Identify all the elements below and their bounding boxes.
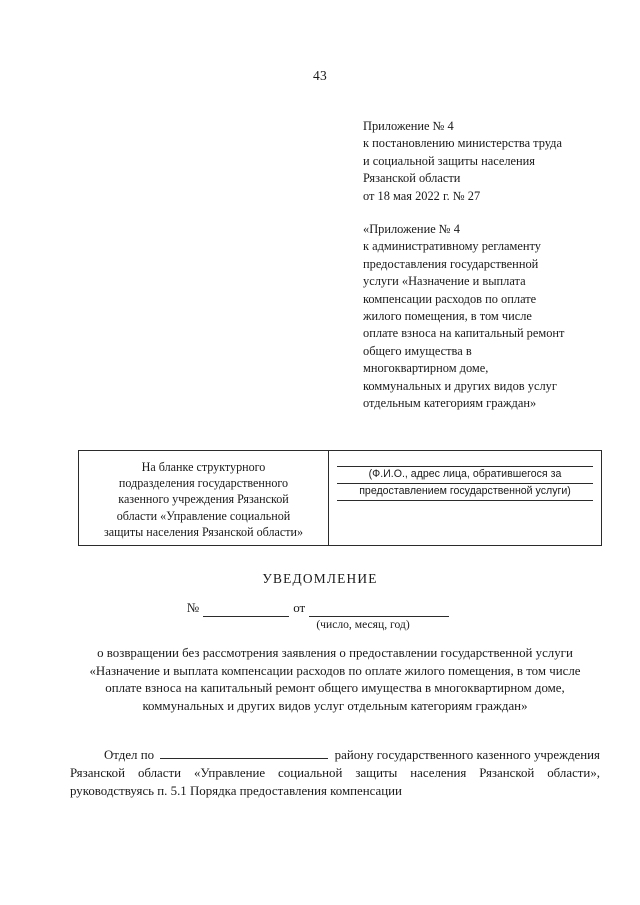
regulation-ref-line: компенсации расходов по оплате xyxy=(363,291,537,306)
subject-paragraph: о возвращении без рассмотрения заявления… xyxy=(89,646,581,713)
letterhead-line: защиты населения Рязанской области» xyxy=(103,524,304,539)
addressee-caption-line-1: (Ф.И.О., адрес лица, обратившегося за xyxy=(337,467,593,484)
addressee-cell: (Ф.И.О., адрес лица, обратившегося за пр… xyxy=(329,451,601,545)
department-paragraph: Отдел по району государственного казенно… xyxy=(70,746,600,800)
number-input-line[interactable] xyxy=(203,603,290,617)
appendix-ref-line: и социальной защиты населения xyxy=(363,153,536,168)
date-input-line[interactable] xyxy=(309,603,450,617)
appendix-ref-line: Приложение № 4 xyxy=(363,119,454,133)
appendix-ref-line: от 18 мая 2022 г. № 27 xyxy=(363,188,481,203)
from-label: от xyxy=(293,600,306,615)
letterhead-line: На бланке структурного xyxy=(141,460,266,474)
regulation-ref-line: многоквартирном доме, xyxy=(363,361,489,376)
letterhead-line: казенного учреждения Рязанской xyxy=(118,492,289,507)
letterhead-table: На бланке структурного подразделения гос… xyxy=(78,450,602,546)
addressee-blank-line-2[interactable] xyxy=(337,501,593,515)
regulation-ref-line: оплате взноса на капитальный ремонт xyxy=(363,326,565,341)
letterhead-line: подразделения государственного xyxy=(118,476,289,491)
number-label: № xyxy=(186,600,200,615)
regulation-ref-line: услуги «Назначение и выплата xyxy=(363,274,526,289)
department-paragraph-suffix: району государственного казенного учрежд… xyxy=(70,748,600,798)
regulation-ref-line: к административному регламенту xyxy=(363,239,541,254)
appendix-reference-block: Приложение № 4 к постановлению министерс… xyxy=(363,118,595,205)
regulation-ref-line: предоставления государственной xyxy=(363,256,539,271)
addressee-blank-line-1[interactable] xyxy=(337,457,593,467)
department-paragraph-prefix: Отдел по xyxy=(104,748,155,762)
letterhead-line: области «Управление социальной xyxy=(116,508,291,523)
regulation-ref-line: «Приложение № 4 xyxy=(363,222,460,236)
addressee-caption-line-2: предоставлением государственной услуги) xyxy=(337,484,593,501)
document-title: УВЕДОМЛЕНИЕ xyxy=(262,571,378,586)
number-date-row: № от xyxy=(0,600,640,617)
regulation-ref-line: коммунальных и других видов услуг xyxy=(363,378,557,393)
district-input-line[interactable] xyxy=(160,746,329,759)
letterhead-cell: На бланке структурного подразделения гос… xyxy=(79,451,329,545)
regulation-ref-line: отдельным категориям граждан» xyxy=(363,396,537,411)
regulation-ref-line: жилого помещения, в том числе xyxy=(363,309,532,324)
date-format-caption: (число, месяц, год) xyxy=(316,618,410,631)
regulation-ref-line: общего имущества в xyxy=(363,343,472,358)
regulation-reference-block: «Приложение № 4 к административному регл… xyxy=(363,221,595,412)
page-number: 43 xyxy=(313,68,327,83)
appendix-ref-line: Рязанской области xyxy=(363,171,461,186)
appendix-ref-line: к постановлению министерства труда xyxy=(363,136,562,151)
